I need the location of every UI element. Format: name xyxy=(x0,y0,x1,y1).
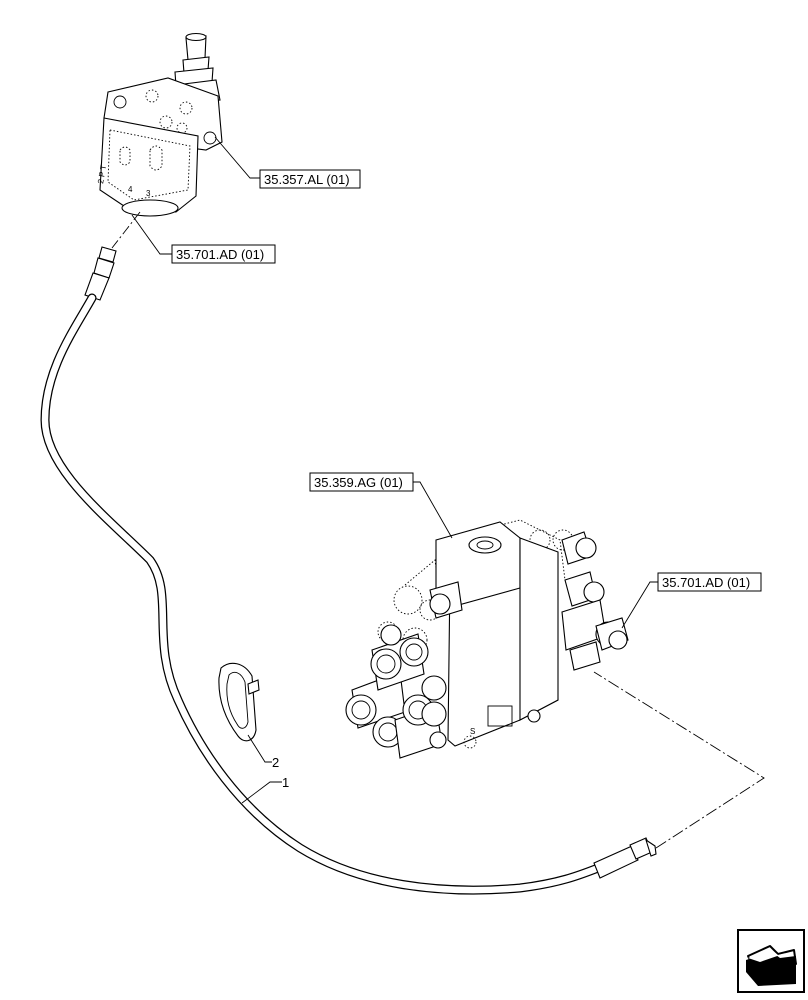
svg-text:2 P T: 2 P T xyxy=(96,164,108,184)
item-1-label: 1 xyxy=(282,775,289,790)
svg-text:S: S xyxy=(470,727,475,736)
item-1-callout[interactable]: 1 xyxy=(241,775,289,804)
callout-35-701-ad-right[interactable]: 35.701.AD (01) xyxy=(621,572,762,629)
callout-35-701-ad-top-text: 35.701.AD (01) xyxy=(176,247,264,262)
callout-35-357-al[interactable]: 35.357.AL (01) xyxy=(214,136,361,189)
item-2-label: 2 xyxy=(272,755,279,770)
callout-35-701-ad-top[interactable]: 35.701.AD (01) xyxy=(131,214,276,264)
spool-ports xyxy=(345,624,447,759)
callout-35-359-ag[interactable]: 35.359.AG (01) xyxy=(309,472,453,539)
callout-35-359-ag-text: 35.359.AG (01) xyxy=(314,475,403,490)
main-control-valve[interactable]: S xyxy=(345,519,629,759)
hydraulic-hose[interactable] xyxy=(40,246,657,895)
item-2-callout[interactable]: 2 xyxy=(247,734,279,770)
joystick-control-valve[interactable]: 2 P T 4 3 xyxy=(96,32,223,217)
svg-text:3: 3 xyxy=(146,189,151,198)
callout-35-357-al-text: 35.357.AL (01) xyxy=(264,172,350,187)
callout-35-701-ad-right-text: 35.701.AD (01) xyxy=(662,575,750,590)
side-fittings xyxy=(561,531,629,671)
hose-clamp[interactable] xyxy=(218,662,260,742)
page-navigation-arrow-icon[interactable] xyxy=(737,929,805,993)
svg-text:4: 4 xyxy=(128,185,133,194)
